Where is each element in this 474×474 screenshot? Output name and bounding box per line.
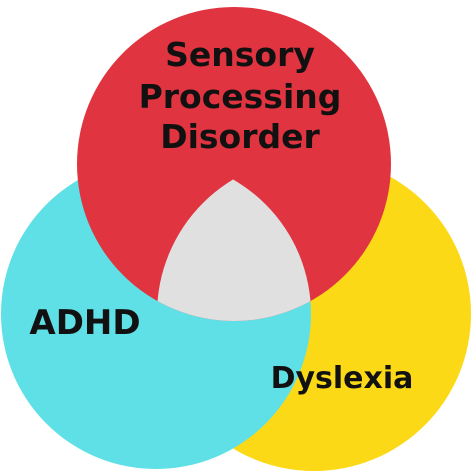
triple-intersection-region: [157, 159, 311, 321]
dyslexia-label: Dyslexia: [270, 361, 414, 396]
sensory-processing-disorder-circle: [77, 7, 391, 321]
sensory-processing-disorder-label-line-1: Sensory: [165, 35, 315, 74]
adhd-label: ADHD: [29, 303, 141, 343]
sensory-processing-disorder-label-line-3: Disorder: [160, 117, 320, 156]
sensory-processing-disorder-label-line-2: Processing: [138, 77, 342, 116]
